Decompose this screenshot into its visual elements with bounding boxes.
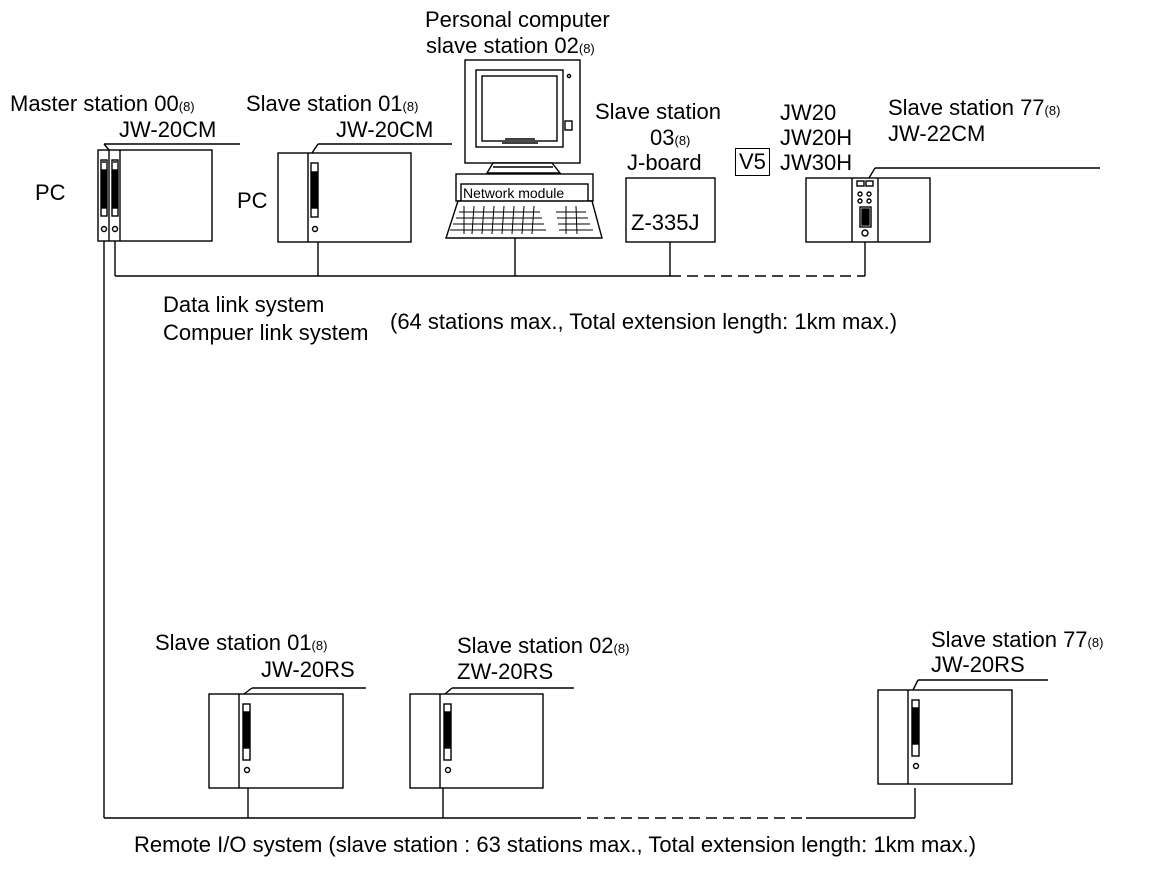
slave03-line1: Slave station [595, 99, 721, 124]
master-station-label: Master station 00(8) [10, 91, 195, 116]
remote-io-caption: Remote I/O system (slave station : 63 st… [134, 832, 977, 857]
remote-slave77-label: Slave station 77(8) [931, 627, 1104, 652]
pc-title-line2: slave station 02(8) [426, 33, 595, 58]
data-link-note: (64 stations max., Total extension lengt… [390, 309, 898, 334]
remote-slave77-unit [877, 679, 1048, 785]
data-link-bus [114, 238, 866, 277]
slave03-line3: J-board [627, 150, 702, 175]
remote-slave01-unit [208, 687, 366, 789]
slave01-station-model: JW-20CM [336, 117, 434, 142]
remote-slave02-unit [409, 687, 574, 789]
master-station-model: JW-20CM [119, 117, 217, 142]
j-board-unit [625, 177, 716, 243]
data-link-line1: Data link system [163, 292, 325, 317]
network-module-label: Network module [463, 185, 565, 201]
remote-io-bus [103, 241, 916, 819]
remote-slave02-label: Slave station 02(8) [457, 633, 630, 658]
remote-slave77-model: JW-20RS [931, 652, 1025, 677]
slave01-pc-unit [277, 143, 452, 243]
pc-title-line1: Personal computer [425, 7, 610, 32]
remote-slave02-model: ZW-20RS [457, 659, 554, 684]
data-link-line2: Compuer link system [163, 320, 369, 345]
v5-badge: V5 [735, 148, 770, 176]
jw-model-2: JW20H [780, 125, 853, 150]
personal-computer [445, 59, 603, 239]
z335j-label: Z-335J [631, 210, 700, 235]
slave03-line2: 03(8) [650, 125, 691, 150]
jw-model-1: JW20 [780, 100, 837, 125]
slave01-pc-label: PC [237, 188, 268, 213]
slave77-station-model: JW-22CM [888, 121, 986, 146]
slave01-station-label: Slave station 01(8) [246, 91, 419, 116]
slave77-station-label: Slave station 77(8) [888, 95, 1061, 120]
master-pc-unit [97, 143, 240, 242]
master-pc-label: PC [35, 180, 66, 205]
slave77-unit [805, 167, 1100, 243]
remote-slave01-label: Slave station 01(8) [155, 630, 328, 655]
remote-slave01-model: JW-20RS [261, 657, 355, 682]
jw-model-3: JW30H [780, 150, 853, 175]
